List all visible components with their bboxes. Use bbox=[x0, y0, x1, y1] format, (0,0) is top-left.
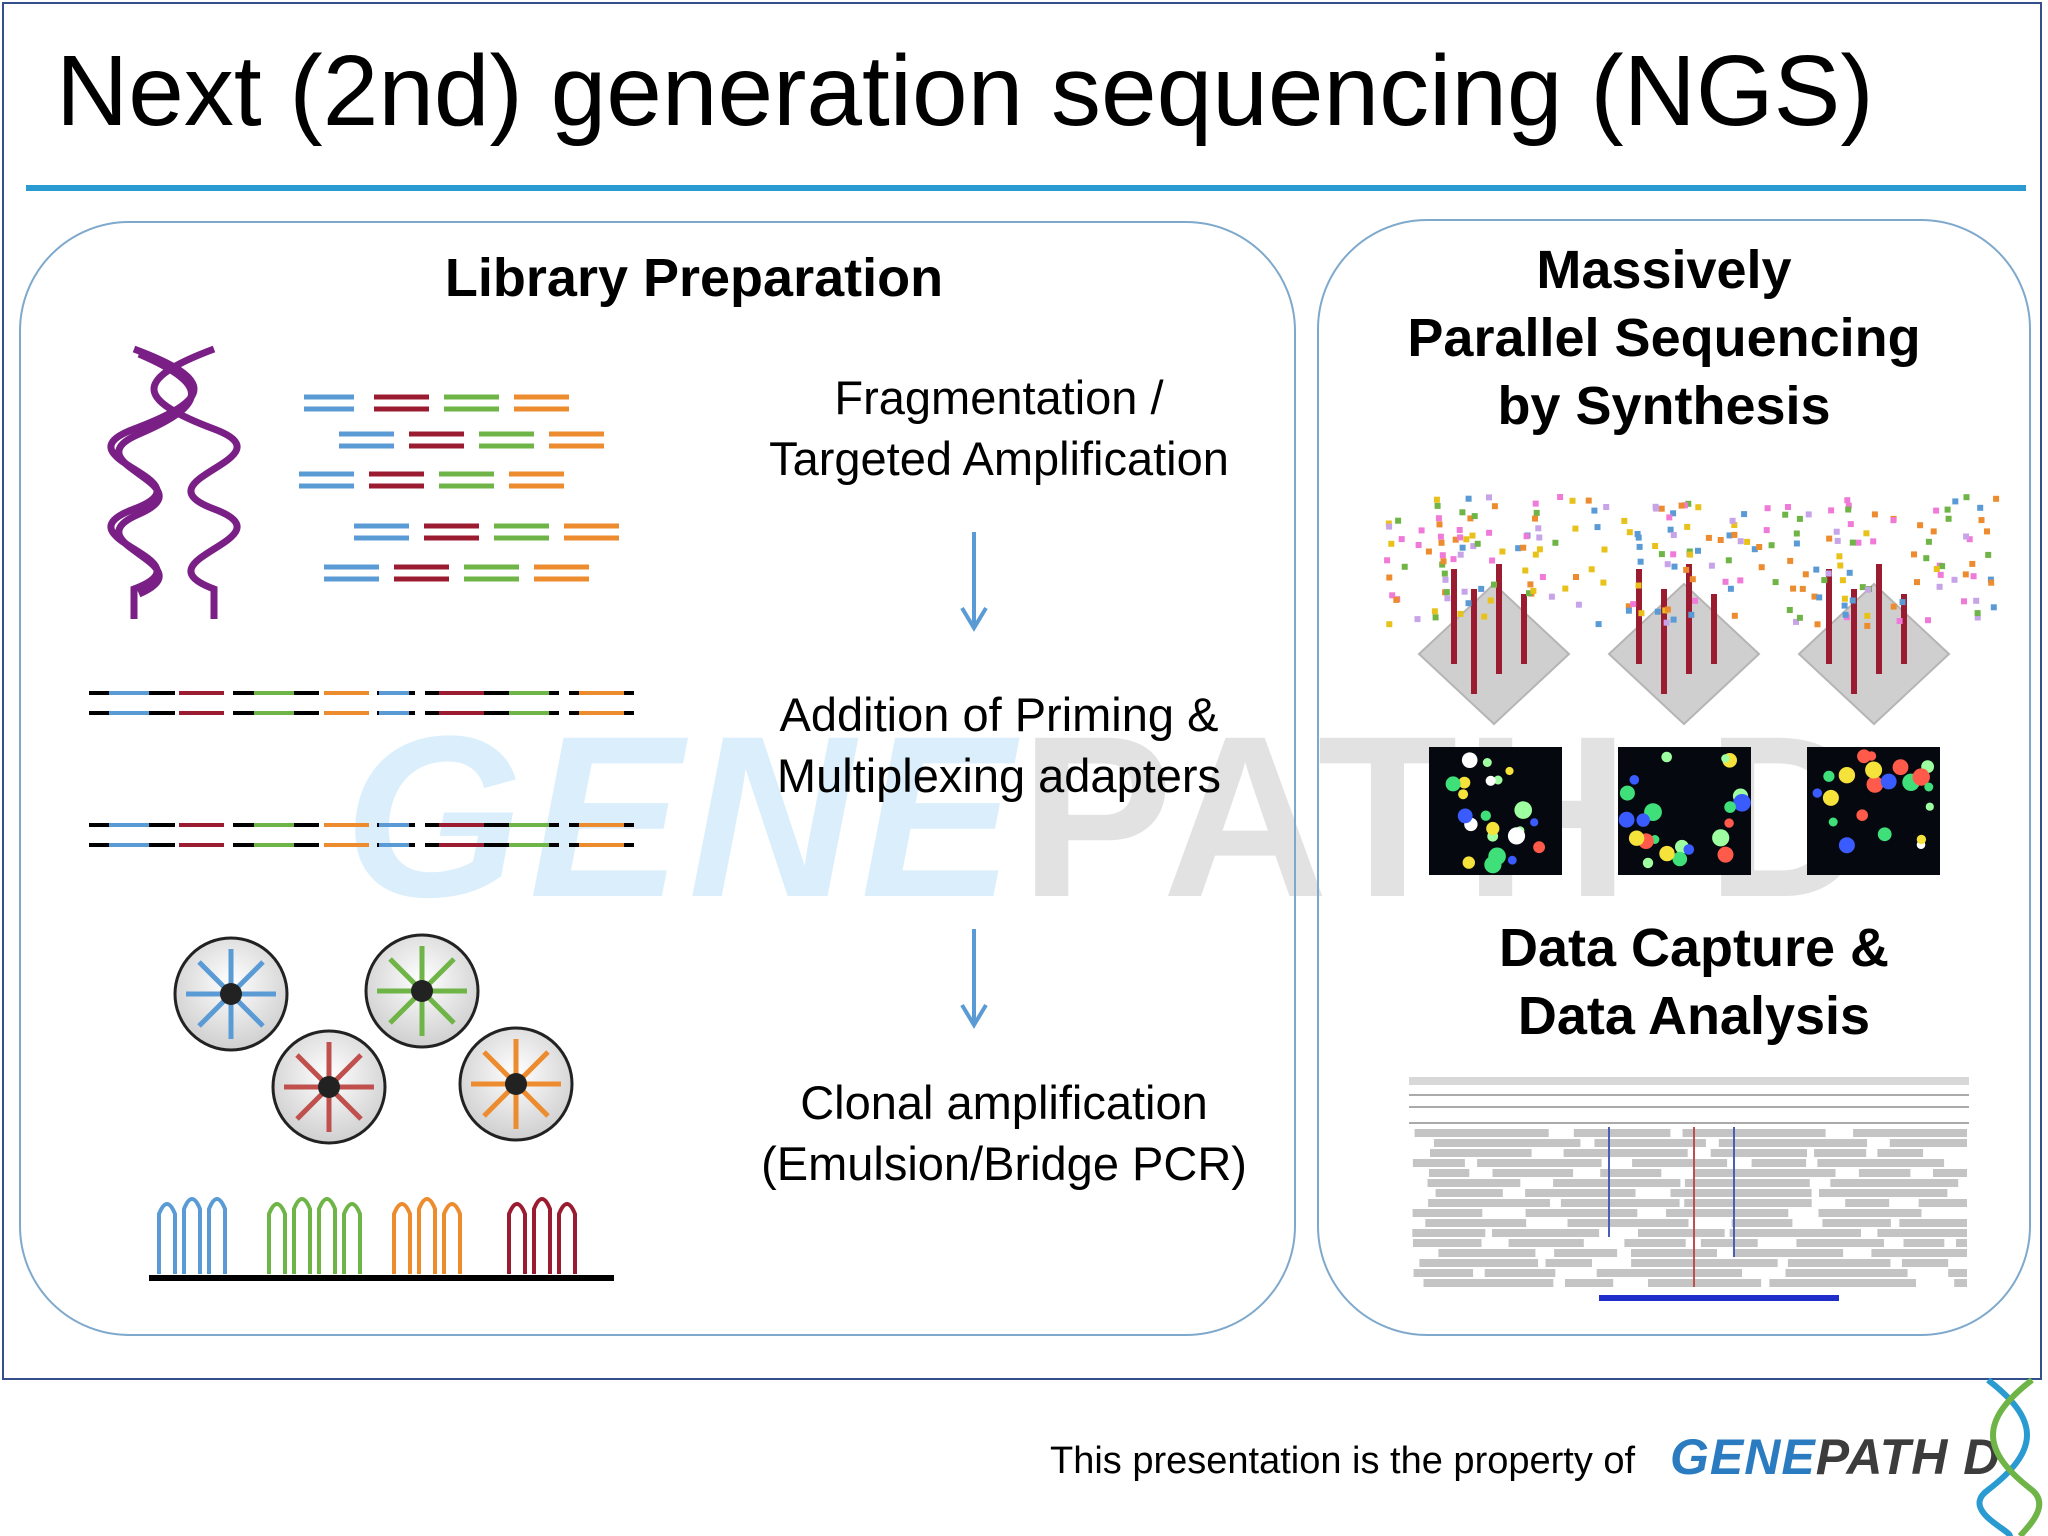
sequencing-by-synthesis-graphic bbox=[1384, 494, 2000, 726]
arrow-down-icon bbox=[960, 532, 988, 632]
data-analysis-heading: Data Capture & Data Analysis bbox=[1498, 918, 1890, 1046]
adapter-fragments-graphic bbox=[89, 691, 634, 847]
genome-browser-screenshot bbox=[1409, 1077, 1969, 1307]
slide-title: Next (2nd) generation sequencing (NGS) bbox=[56, 35, 1874, 147]
title-divider bbox=[26, 185, 2026, 191]
footer-logo-part1: GENE bbox=[1670, 1429, 1816, 1485]
step-clonal-amplification: Clonal amplification (Emulsion/Bridge PC… bbox=[761, 1076, 1247, 1190]
bridge-pcr-clusters-graphic bbox=[149, 1197, 614, 1281]
footer-property-notice: This presentation is the property of bbox=[1050, 1440, 1636, 1482]
bead-green bbox=[364, 933, 480, 1049]
step-adapter-addition: Addition of Priming & Multiplexing adapt… bbox=[776, 688, 1222, 802]
footer-logo: GENEPATH D bbox=[1670, 1428, 2000, 1486]
step-fragmentation: Fragmentation / Targeted Amplification bbox=[769, 371, 1229, 485]
sequencing-panel bbox=[1317, 219, 2031, 1336]
dna-logo-icon bbox=[1976, 1377, 2043, 1536]
arrow-down-icon bbox=[960, 929, 988, 1029]
bead-red bbox=[271, 1029, 387, 1145]
dna-fragments-graphic bbox=[299, 394, 619, 582]
bead-blue bbox=[173, 936, 289, 1052]
cluster-image-1 bbox=[1429, 747, 1562, 875]
cluster-image-2 bbox=[1618, 747, 1751, 875]
footer-logo-part2: PATH D bbox=[1815, 1429, 2001, 1485]
dna-helix-icon bbox=[107, 345, 241, 619]
nucleotide-dots bbox=[1384, 494, 2000, 629]
library-preparation-panel bbox=[19, 221, 1296, 1336]
emulsion-beads-graphic bbox=[173, 933, 574, 1145]
aligned-reads bbox=[1412, 1129, 1967, 1287]
slide-frame: Next (2nd) generation sequencing (NGS) G… bbox=[2, 2, 2042, 1380]
library-preparation-heading: Library Preparation bbox=[444, 248, 944, 308]
sequencing-heading: Massively Parallel Sequencing by Synthes… bbox=[1407, 240, 1921, 436]
bead-orange bbox=[458, 1026, 574, 1142]
cluster-image-3 bbox=[1807, 747, 1940, 875]
